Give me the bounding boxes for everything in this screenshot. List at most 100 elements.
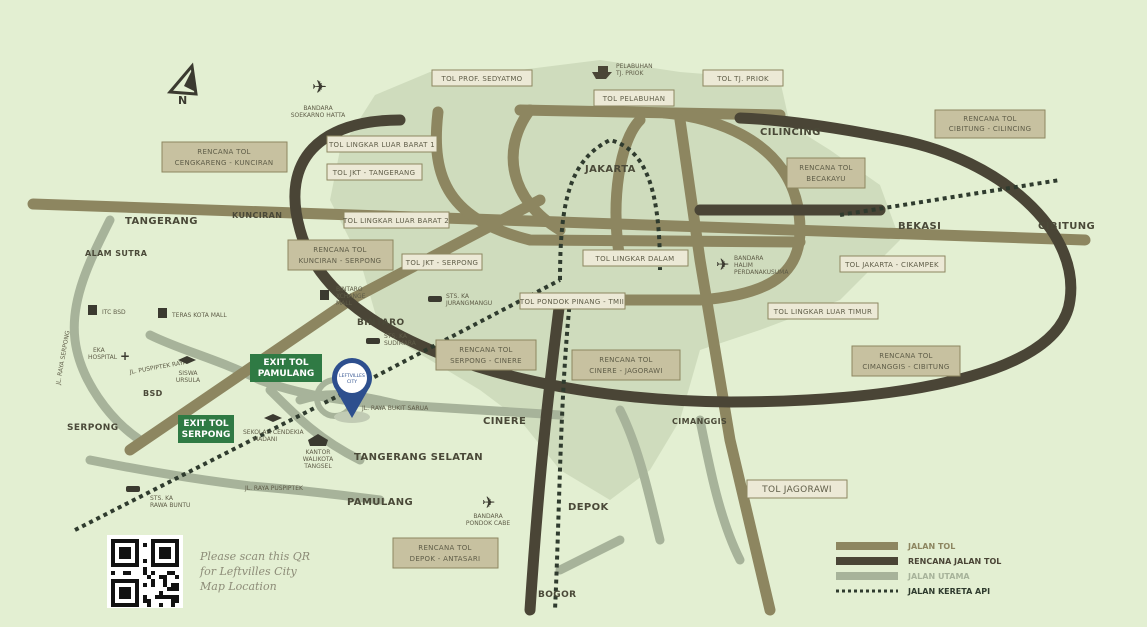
sign-jkt-serpong: TOL JKT - SERPONG — [401, 253, 483, 271]
landmark-text: ITC BSD — [102, 309, 126, 316]
qr-module — [159, 595, 163, 599]
qr-module — [143, 571, 147, 575]
place-pamulang: PAMULANG — [347, 497, 413, 508]
qr-module — [151, 579, 155, 583]
sign-text: TOL JAKARTA - CIKAMPEK — [844, 261, 939, 269]
sign-pelabuhan: TOL PELABUHAN — [593, 89, 675, 107]
place-bogor: BOGOR — [538, 590, 576, 600]
airport-soekarno-hatta: ✈ BANDARA SOEKARNO HATTA — [291, 77, 346, 119]
landmark-text: KANTOR — [306, 449, 331, 456]
qr-module — [155, 595, 159, 599]
qr-module — [163, 579, 167, 583]
qr-finder — [119, 547, 131, 559]
exit-text: SERPONG — [182, 430, 231, 440]
qr-module — [163, 575, 167, 579]
landmark-text: TERAS KOTA MALL — [171, 312, 227, 319]
qr-module — [167, 587, 171, 591]
landmark-text: TJ. PRIOK — [615, 70, 645, 77]
sign-lingkar-luar-barat2: TOL LINGKAR LUAR BARAT 2 — [342, 211, 450, 229]
mall-icon — [158, 308, 167, 318]
place-kunciran: KUNCIRAN — [232, 211, 282, 220]
airplane-icon: ✈ — [312, 77, 327, 98]
hospital-cross-icon: + — [120, 349, 130, 363]
qr-finder — [159, 547, 171, 559]
place-depok: DEPOK — [568, 502, 610, 513]
landmark-text: SOEKARNO HATTA — [291, 112, 346, 119]
airplane-icon: ✈ — [716, 255, 729, 274]
qr-module — [171, 595, 175, 599]
qr-module — [167, 595, 171, 599]
place-bsd: BSD — [143, 389, 163, 398]
highway-signs: TOL PROF. SEDYATMO TOL PELABUHAN TOL TJ.… — [161, 69, 1046, 569]
sign-text: TOL PROF. SEDYATMO — [441, 75, 523, 83]
landmark-text: STS. KA — [150, 495, 174, 502]
qr-module — [143, 583, 147, 587]
sign-lingkar-dalam: TOL LINGKAR DALAM — [582, 249, 689, 267]
landmark-text: HOSPITAL — [88, 354, 118, 361]
sign-jagorawi: TOL JAGORAWI — [746, 479, 848, 499]
place-names: JAKARTA CILINCING TANGERANG KUNCIRAN BEK… — [67, 127, 1095, 600]
qr-module — [111, 571, 115, 575]
landmark-text: MADANI — [253, 436, 277, 443]
sign-jkt-tangerang: TOL JKT - TANGERANG — [326, 163, 423, 181]
sign-rencana-depok-antasari: RENCANA TOL DEPOK - ANTASARI — [392, 537, 499, 569]
qr-instruction-line: for Leftvilles City — [199, 565, 298, 578]
itc-bsd: ITC BSD — [88, 305, 126, 316]
sign-text: RENCANA TOL — [599, 356, 652, 364]
qr-module — [127, 571, 131, 575]
government-building-icon — [308, 434, 328, 446]
airport-halim: ✈ BANDARA HALIM PERDANAKUSUMA — [716, 255, 789, 276]
qr-module — [167, 571, 171, 575]
sign-text: TOL LINGKAR LUAR BARAT 1 — [328, 141, 435, 149]
road-label-raya-serpong: JL. RAYA SERPONG — [55, 330, 72, 387]
sign-text: TOL JAGORAWI — [761, 485, 832, 495]
road-label-bukit-sarua: JL. RAYA BUKIT SARUA — [361, 405, 429, 412]
qr-module — [175, 575, 179, 579]
sign-text: CINERE - JAGORAWI — [589, 367, 663, 375]
sign-rencana-becakayu: RENCANA TOL BECAKAYU — [786, 157, 866, 189]
location-pin[interactable]: LEFTVILLES CITY — [331, 358, 372, 423]
north-arrow-icon — [166, 62, 198, 96]
place-bintaro: BINTARO — [357, 318, 405, 328]
place-cibitung: CIBITUNG — [1038, 221, 1095, 232]
landmark-text: URSULA — [176, 377, 201, 384]
sign-rencana-cengkareng-kunciran: RENCANA TOL CENGKARENG - KUNCIRAN — [161, 141, 288, 173]
station-sudimara: STS. KA SUDIMARA — [366, 333, 417, 347]
exit-sign-pamulang: EXIT TOL PAMULANG — [250, 354, 322, 382]
qr-module — [171, 603, 175, 607]
qr-module — [171, 587, 175, 591]
sign-text: TOL LINGKAR LUAR TIMUR — [773, 308, 872, 316]
landmark-text: STS. KA — [446, 293, 470, 300]
place-cilincing: CILINCING — [760, 127, 821, 138]
train-icon — [126, 486, 140, 492]
landmark-text: SUDIMARA — [384, 340, 417, 347]
landmark-text: BINTARO — [336, 286, 363, 293]
exit-text: PAMULANG — [258, 369, 315, 379]
qr-module — [175, 583, 179, 587]
compass-north-label: N — [178, 94, 187, 107]
school-madani: SEKOLAH CENDEKIA MADANI — [243, 414, 305, 443]
train-icon — [366, 338, 380, 344]
sign-text: CIMANGGIS - CIBITUNG — [862, 363, 949, 371]
sign-text: KUNCIRAN - SERPONG — [299, 257, 382, 265]
pin-logo-text: CITY — [347, 379, 357, 385]
qr-module — [175, 587, 179, 591]
place-bekasi: BEKASI — [898, 221, 941, 232]
qr-module — [143, 599, 147, 603]
legend-label: RENCANA JALAN TOL — [908, 557, 1001, 566]
qr-module — [147, 603, 151, 607]
sign-rencana-cimanggis-cibitung: RENCANA TOL CIMANGGIS - CIBITUNG — [851, 345, 961, 377]
landmark-text: SEKOLAH CENDEKIA — [243, 429, 305, 436]
compass: N — [166, 62, 198, 107]
landmark-text: EKA — [93, 347, 106, 354]
exit-sign-serpong: EXIT TOL SERPONG — [178, 415, 234, 443]
airport-pondok-cabe: ✈ BANDARA PONDOK CABE — [466, 493, 510, 527]
qr-module — [171, 583, 175, 587]
sign-prof-sedyatmo: TOL PROF. SEDYATMO — [431, 69, 533, 87]
qr-module — [159, 603, 163, 607]
qr-module — [147, 575, 151, 579]
train-icon — [428, 296, 442, 302]
legend: JALAN TOL RENCANA JALAN TOL JALAN UTAMA … — [836, 542, 1001, 596]
qr-code[interactable] — [107, 535, 183, 608]
qr-instruction-line: Please scan this QR — [199, 550, 310, 563]
